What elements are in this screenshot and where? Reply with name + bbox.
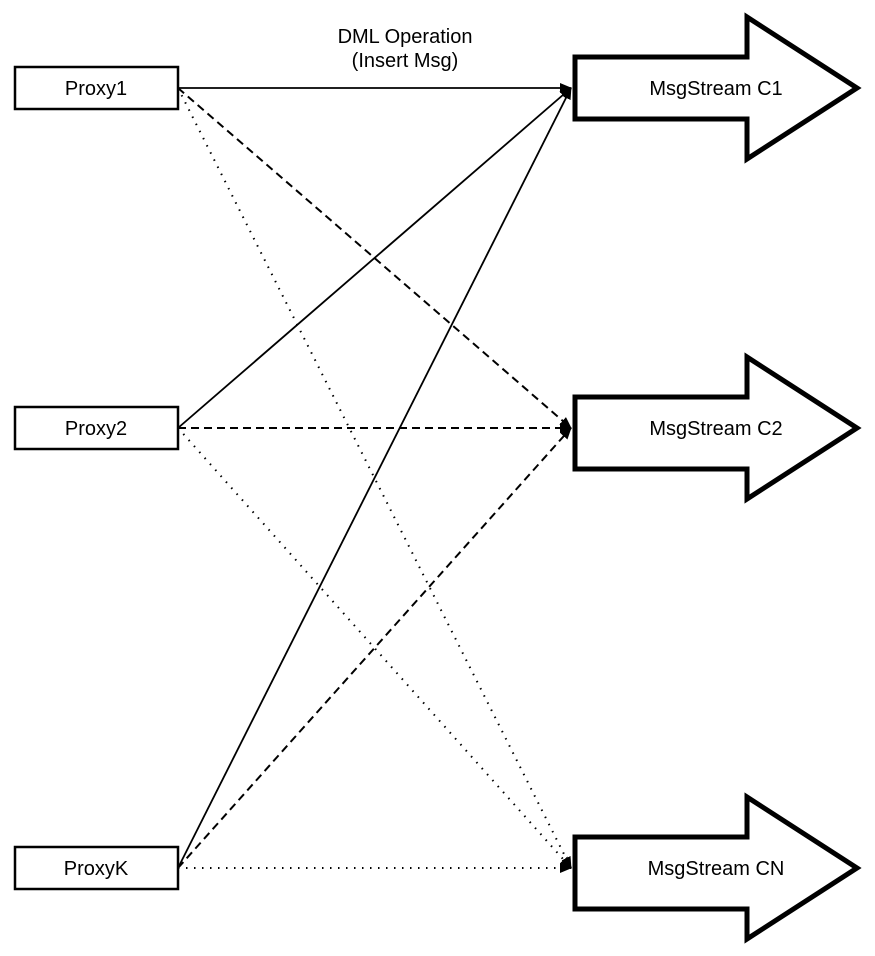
proxy1-box — [13, 65, 180, 111]
msgstream-cn-label: MsgStream CN — [648, 858, 785, 880]
node-proxyk: ProxyK — [13, 845, 180, 891]
msgstream-c2-arrow-shape — [572, 352, 862, 504]
edge-proxyk-c2-dashed — [177, 427, 572, 869]
node-proxy2: Proxy2 — [13, 405, 180, 451]
node-proxy1: Proxy1 — [13, 65, 180, 111]
edge-proxy1-c2-dashed — [177, 87, 572, 429]
proxy1-label: Proxy1 — [65, 78, 127, 100]
node-msgstream-c1: MsgStream C1 — [572, 12, 862, 164]
edge-caption-line2: (Insert Msg) — [352, 50, 459, 72]
msgstream-cn-arrow-shape — [572, 792, 862, 944]
proxy2-label: Proxy2 — [65, 418, 127, 440]
edge-proxyk-c1-solid — [177, 87, 572, 869]
edge-proxy2-c1-solid — [177, 87, 572, 429]
proxyk-box — [13, 845, 180, 891]
edge-caption-line1: DML Operation — [338, 26, 473, 48]
msgstream-c2-label: MsgStream C2 — [649, 418, 782, 440]
node-msgstream-c2: MsgStream C2 — [572, 352, 862, 504]
msgstream-c1-arrow-shape — [572, 12, 862, 164]
edge-lines — [177, 83, 572, 873]
proxy2-box — [13, 405, 180, 451]
node-msgstream-cn: MsgStream CN — [572, 792, 862, 944]
proxyk-label: ProxyK — [64, 858, 129, 880]
msgstream-c1-label: MsgStream C1 — [649, 78, 782, 100]
